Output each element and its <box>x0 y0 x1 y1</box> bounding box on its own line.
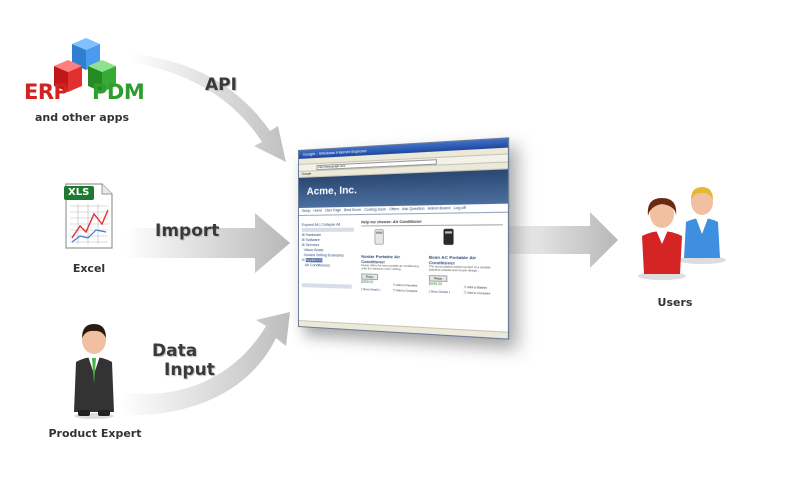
air-conditioner-icon <box>443 228 455 246</box>
nav-item[interactable]: Admin Board <box>427 205 451 211</box>
category-tree: ⊞ Hardware ⊞ Software ⊞ Services Vision … <box>302 233 354 269</box>
expand-collapse-links[interactable]: Expand All | Collapse All <box>301 222 341 227</box>
nav-item[interactable]: Best Score <box>344 207 362 213</box>
data-input-arrow <box>120 312 290 416</box>
tree-item[interactable]: Air Conditioners <box>304 263 331 268</box>
product-description: Nostar offers the best portable air cond… <box>361 264 419 272</box>
data-label: Data <box>152 341 198 361</box>
nav-item[interactable]: Log off <box>453 205 466 211</box>
nav-item[interactable]: Offers <box>389 206 400 212</box>
product-expert-icon <box>74 324 114 419</box>
excel-file-icon <box>64 183 113 249</box>
excel-caption: Excel <box>72 262 106 275</box>
users-caption: Users <box>657 296 693 309</box>
air-conditioner-icon <box>374 228 385 245</box>
input-label: Input <box>164 360 215 380</box>
apps-cubes-icon <box>54 38 116 92</box>
users-arrow <box>485 212 618 268</box>
product-area: Help me choose: Air Conditioner Nostar P… <box>361 218 503 327</box>
compare-checkbox[interactable]: ☐ Add to Compare <box>463 291 491 296</box>
import-arrow <box>125 213 290 273</box>
nav-item[interactable]: Home <box>313 208 323 213</box>
compare-checkbox[interactable]: ☐ Add to Compare <box>393 289 418 294</box>
users-icon <box>638 187 726 280</box>
nav-item[interactable]: Ask Question <box>402 206 425 212</box>
product-description: The accumulated cooled comfort of a dura… <box>428 265 491 273</box>
product-card: Nostar Portable Air Conditioner Nostar o… <box>361 228 421 293</box>
favorites-checkbox[interactable]: ☐ Add to Favorites <box>393 283 418 288</box>
category-sidebar: Expand All | Collapse All ⊞ Hardware ⊞ S… <box>301 222 354 315</box>
product-area-heading: Help me choose: Air Conditioner <box>361 218 503 227</box>
xls-badge: XLS <box>68 187 90 198</box>
expert-caption: Product Expert <box>48 427 142 440</box>
product-configurator-browser: Google - Windows Internet Explorer http:… <box>298 137 510 340</box>
pdm-label: PDM <box>92 80 145 104</box>
nav-item[interactable]: User Page <box>324 208 342 213</box>
import-label: Import <box>155 221 220 241</box>
api-label: API <box>205 75 237 95</box>
basket-checkbox[interactable]: ☐ Add to Basket <box>463 285 487 290</box>
product-card: Bean AC Portable Air Conditioner The acc… <box>428 228 494 296</box>
api-arrow <box>130 54 286 162</box>
nav-item[interactable]: Setup <box>301 208 311 213</box>
erp-label: ERP <box>24 80 69 104</box>
tree-scroll-bottom[interactable] <box>301 283 352 289</box>
apps-caption: and other apps <box>34 111 130 124</box>
nav-item[interactable]: Coming Soon <box>364 207 387 212</box>
tree-scroll-bar[interactable] <box>301 227 354 232</box>
